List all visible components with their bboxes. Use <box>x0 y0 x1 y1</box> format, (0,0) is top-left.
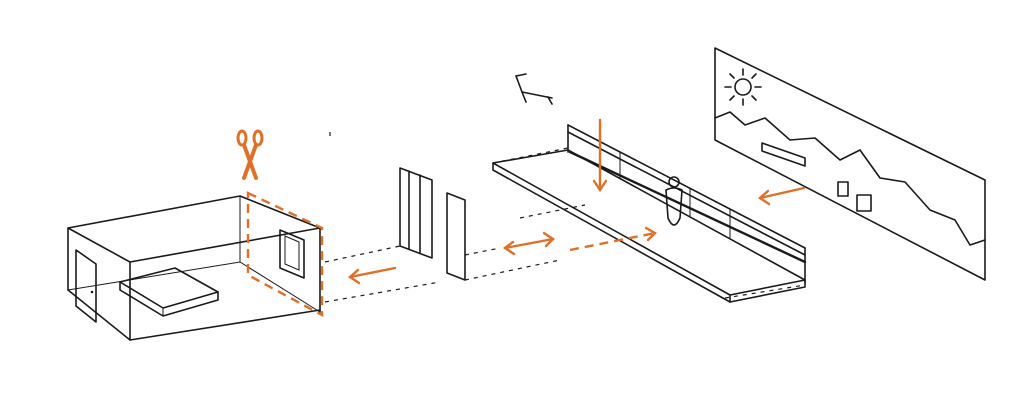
scissors-icon <box>236 129 264 180</box>
lounge-chair-icon <box>515 73 553 105</box>
bed <box>119 267 219 317</box>
balcony-railing <box>567 124 807 283</box>
landscape-panel <box>714 47 986 281</box>
balcony-slab <box>492 149 806 303</box>
room-box <box>67 191 324 341</box>
arrow-down-railing <box>592 118 608 193</box>
arrow-left-to-room <box>348 266 397 285</box>
window <box>279 229 305 279</box>
cut-outline <box>246 191 324 318</box>
door <box>75 249 97 323</box>
arrow-double-panels <box>502 231 555 256</box>
arrow-dashed-slab <box>569 226 657 252</box>
arrow-from-landscape <box>758 186 806 206</box>
wall-panels <box>399 167 466 281</box>
sun-icon <box>724 68 762 106</box>
person-figure-icon <box>665 176 683 226</box>
